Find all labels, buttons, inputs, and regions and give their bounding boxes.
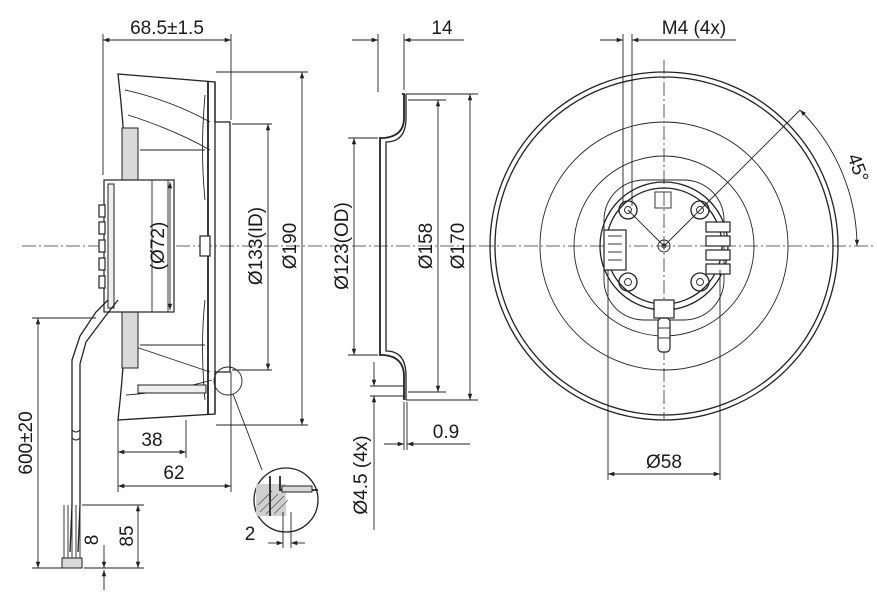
dim-detail-2: 2 — [245, 524, 256, 545]
side-view — [22, 73, 480, 569]
dim-inner-diameter: Ø133(ID) — [246, 207, 267, 285]
dim-ring-170: Ø170 — [448, 223, 469, 269]
dim-depth-38: 38 — [141, 430, 162, 451]
dim-thickness: 0.9 — [433, 422, 459, 443]
dim-ring-158: Ø158 — [416, 223, 437, 269]
dim-cable-strip-8: 8 — [82, 535, 103, 546]
inlet-ring-section: 14 Ø123(OD) Ø158 Ø170 Ø4.5 (4x) 0.9 — [332, 18, 478, 530]
dim-ring-od: Ø123(OD) — [332, 202, 353, 290]
dim-angle: 45° — [842, 151, 872, 185]
dim-holes: Ø4.5 (4x) — [351, 435, 372, 514]
detail-view — [253, 467, 319, 548]
dim-bolt-circle: Ø58 — [646, 452, 682, 473]
dim-outer-diameter-190: Ø190 — [280, 223, 301, 269]
dim-thread: M4 (4x) — [662, 18, 726, 39]
side-view-dimensions: 68.5±1.5 (Ø72) Ø133(ID) Ø190 600±20 38 6… — [16, 18, 308, 590]
dim-cable-length: 600±20 — [16, 411, 37, 474]
dim-cable-strip-85: 85 — [117, 525, 138, 546]
dim-ring-width: 14 — [431, 18, 453, 39]
dim-depth-62: 62 — [163, 463, 184, 484]
dim-hub-diameter: (Ø72) — [148, 222, 169, 271]
dim-width-side: 68.5±1.5 — [130, 18, 204, 39]
front-view — [480, 60, 875, 421]
